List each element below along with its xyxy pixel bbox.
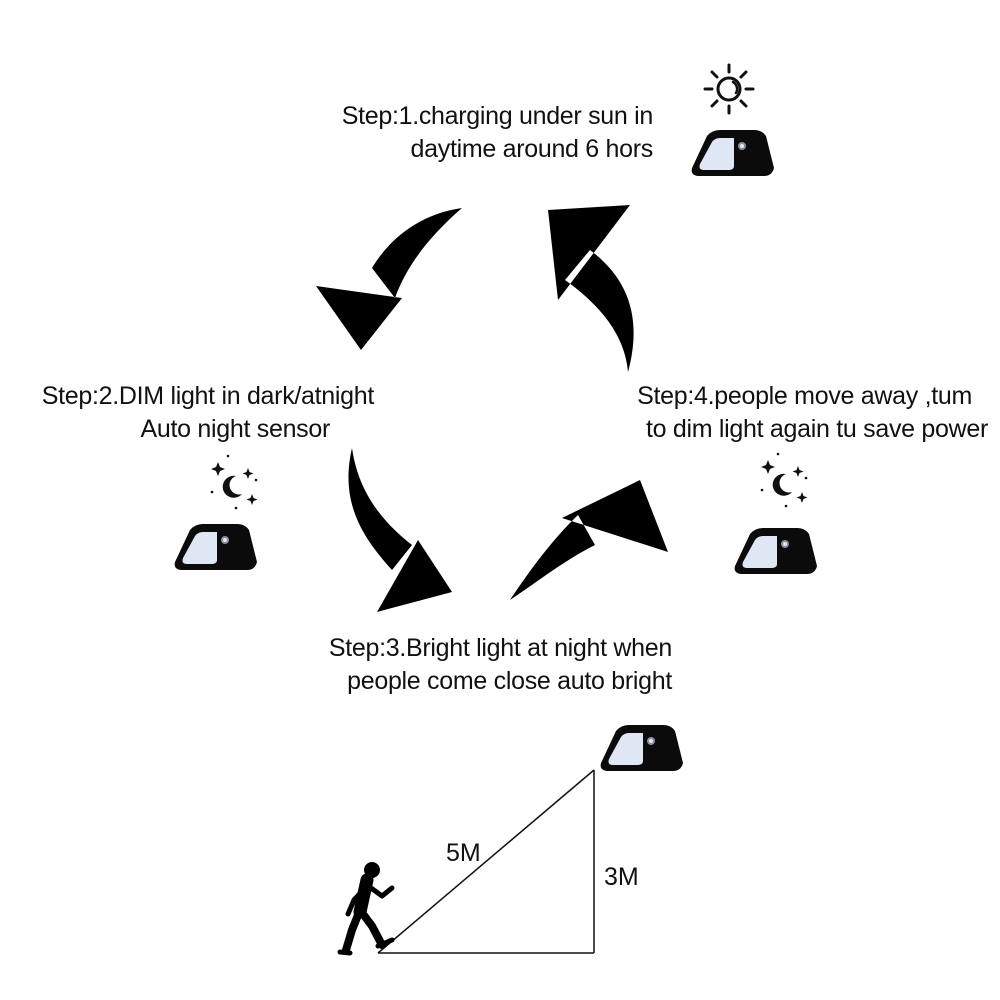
step-1-line-1: Step:1.charging under sun in xyxy=(341,102,654,130)
solar-lamp-icon-bottom xyxy=(600,725,683,771)
moon-stars-icon-right xyxy=(760,452,808,508)
cycle-arrow-icon-bottom-left xyxy=(348,448,452,612)
moon-stars-icon-left xyxy=(210,454,258,510)
hypotenuse-label: 5M xyxy=(446,839,481,867)
step-4-line-1: Step:4.people move away ,tum xyxy=(637,382,972,410)
distance-triangle xyxy=(377,769,595,954)
solar-lamp-icon-left xyxy=(174,524,257,570)
step-3-line-2: people come close auto bright xyxy=(347,667,672,695)
height-label: 3M xyxy=(604,863,639,891)
cycle-arrow-icon-top-left xyxy=(316,208,462,350)
step-1-line-2: daytime around 6 hors xyxy=(410,135,654,163)
step-2-text: Step:2.DIM light in dark/atnight Auto ni… xyxy=(14,380,375,446)
solar-lamp-icon-top xyxy=(691,130,774,176)
running-person-icon xyxy=(337,862,395,956)
step-2-line-1: Step:2.DIM light in dark/atnight xyxy=(41,382,375,410)
solar-lamp-icon-right xyxy=(734,528,817,574)
step-4-text: Step:4.people move away ,tum to dim ligh… xyxy=(606,380,988,446)
cycle-arrow-icon-bottom-right xyxy=(510,480,668,600)
cycle-arrow-icon-top-right xyxy=(548,205,634,372)
step-1-text: Step:1.charging under sun in daytime aro… xyxy=(313,100,654,166)
step-2-line-2: Auto night sensor xyxy=(140,415,331,443)
sun-icon xyxy=(703,63,755,115)
step-4-line-2: to dim light again tu save power xyxy=(646,415,988,443)
step-3-line-1: Step:3.Bright light at night when xyxy=(328,634,672,662)
step-3-text: Step:3.Bright light at night when people… xyxy=(296,632,672,698)
